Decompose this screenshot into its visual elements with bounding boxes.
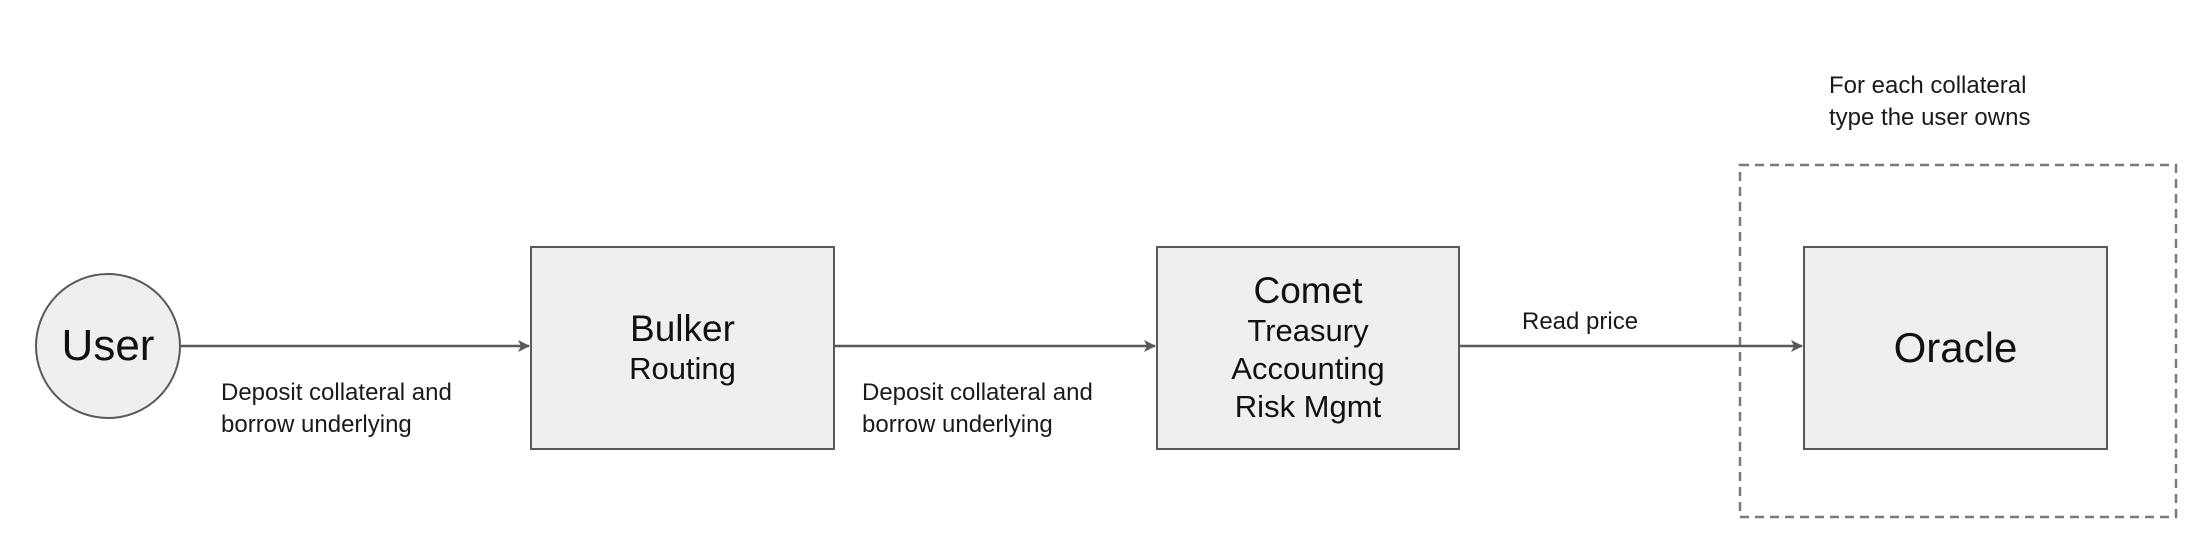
group-note-line: type the user owns — [1829, 104, 2031, 131]
edge-label-line: Deposit collateral and — [221, 379, 452, 406]
comet-node: Comet Treasury Accounting Risk Mgmt — [1157, 247, 1459, 449]
comet-title: Comet — [1253, 270, 1363, 311]
bulker-node-shape — [530, 246, 835, 450]
edge-label-user-bulker: Deposit collateral and borrow underlying — [221, 377, 452, 441]
comet-line-treasury: Treasury — [1247, 313, 1369, 348]
group-note: For each collateral type the user owns — [1829, 70, 2030, 134]
edge-label-line: Deposit collateral and — [862, 379, 1093, 406]
group-note-line: For each collateral — [1829, 72, 2027, 99]
comet-line-risk: Risk Mgmt — [1234, 389, 1382, 424]
bulker-node: Bulker Routing — [531, 247, 834, 449]
edge-label-line: borrow underlying — [862, 411, 1053, 438]
comet-node-shape — [1156, 246, 1460, 450]
edge-label-line: borrow underlying — [221, 411, 412, 438]
user-node: User — [36, 274, 180, 418]
edge-label-bulker-comet: Deposit collateral and borrow underlying — [862, 377, 1093, 441]
collateral-group-dashed-box — [1738, 163, 2178, 519]
bulker-line: Routing — [629, 351, 736, 386]
bulker-title: Bulker — [630, 308, 735, 349]
edge-label-read-price: Read price — [1522, 308, 1639, 335]
oracle-node-shape — [1803, 246, 2108, 450]
user-label: User — [61, 321, 155, 370]
oracle-label: Oracle — [1893, 324, 2018, 371]
oracle-node: Oracle — [1804, 247, 2107, 449]
comet-line-accounting: Accounting — [1231, 351, 1385, 386]
